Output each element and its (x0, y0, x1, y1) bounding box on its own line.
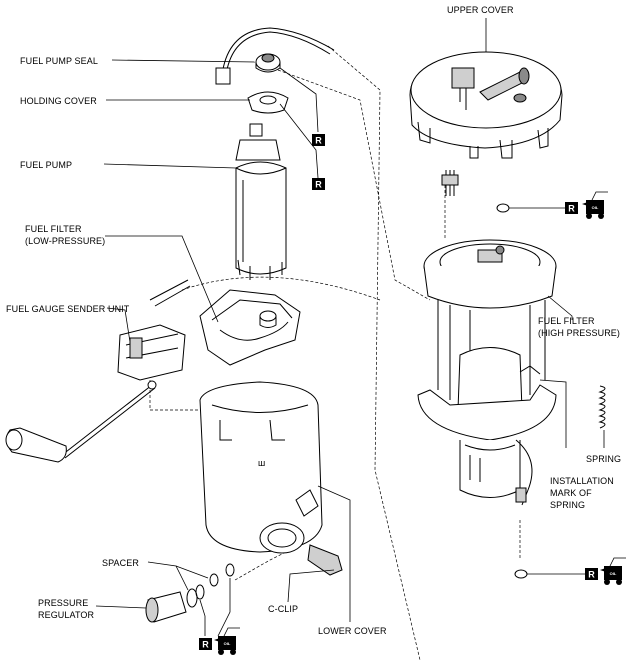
label-fuel-filter-low-line1: FUEL FILTER (25, 224, 82, 234)
fuel-filter-low-pressure (199, 289, 301, 366)
spring (598, 385, 606, 429)
label-install-mark-line2: MARK OF (550, 488, 592, 498)
fuel-pump-harness (215, 27, 335, 85)
fuel-pump (235, 123, 287, 280)
replace-mark-o-ring-upper: R (565, 202, 578, 214)
fuel-pump-seal (255, 53, 281, 73)
replace-mark-seal: R (312, 134, 325, 146)
svg-text:R: R (202, 640, 209, 650)
label-pressure-regulator-line2: REGULATOR (38, 610, 94, 620)
label-pressure-regulator-line1: PRESSURE (38, 598, 88, 608)
oil-can-icon-regulator: OIL (214, 627, 240, 655)
svg-text:R: R (568, 204, 575, 214)
svg-text:R: R (315, 136, 322, 146)
o-ring-upper (496, 203, 510, 213)
label-install-mark-line1: INSTALLATION (550, 476, 614, 486)
label-fuel-filter-low-line2: (LOW-PRESSURE) (25, 236, 105, 246)
svg-text:R: R (588, 570, 595, 580)
label-upper-cover: UPPER COVER (447, 5, 514, 15)
label-fuel-gauge-sender: FUEL GAUGE SENDER UNIT (6, 304, 130, 314)
svg-text:OIL: OIL (610, 571, 617, 576)
callout-labels: UPPER COVER FUEL PUMP SEAL HOLDING COVER… (6, 5, 621, 636)
upper-cover (409, 51, 563, 196)
lower-cover-marking: ш (258, 458, 265, 468)
spacer (209, 563, 235, 587)
replace-mark-holding-cover: R (312, 178, 325, 190)
oil-can-icon-upper: OIL (582, 191, 608, 219)
label-install-mark-line3: SPRING (550, 500, 585, 510)
fuel-filter-high-pressure (417, 239, 557, 506)
svg-text:OIL: OIL (592, 205, 599, 210)
pressure-regulator (145, 584, 205, 623)
svg-text:R: R (315, 180, 322, 190)
label-spring: SPRING (586, 454, 621, 464)
replace-mark-o-ring-lower: R (585, 568, 598, 580)
label-spacer: SPACER (102, 558, 139, 568)
svg-text:OIL: OIL (224, 641, 231, 646)
fuel-gauge-sender-unit (5, 279, 191, 463)
label-lower-cover: LOWER COVER (318, 626, 387, 636)
leader-lines (95, 18, 605, 637)
label-fuel-filter-high-line2: (HIGH PRESSURE) (538, 328, 620, 338)
oil-can-icon-lower: OIL (600, 557, 626, 585)
label-fuel-pump-seal: FUEL PUMP SEAL (20, 56, 98, 66)
label-holding-cover: HOLDING COVER (20, 96, 97, 106)
replace-mark-regulator: R (199, 638, 212, 650)
holding-cover (247, 91, 289, 114)
o-ring-lower (514, 569, 528, 579)
label-fuel-filter-high-line1: FUEL FILTER (538, 316, 595, 326)
label-c-clip: C-CLIP (268, 604, 298, 614)
lower-cover: ш (199, 381, 343, 576)
label-fuel-pump: FUEL PUMP (20, 160, 72, 170)
